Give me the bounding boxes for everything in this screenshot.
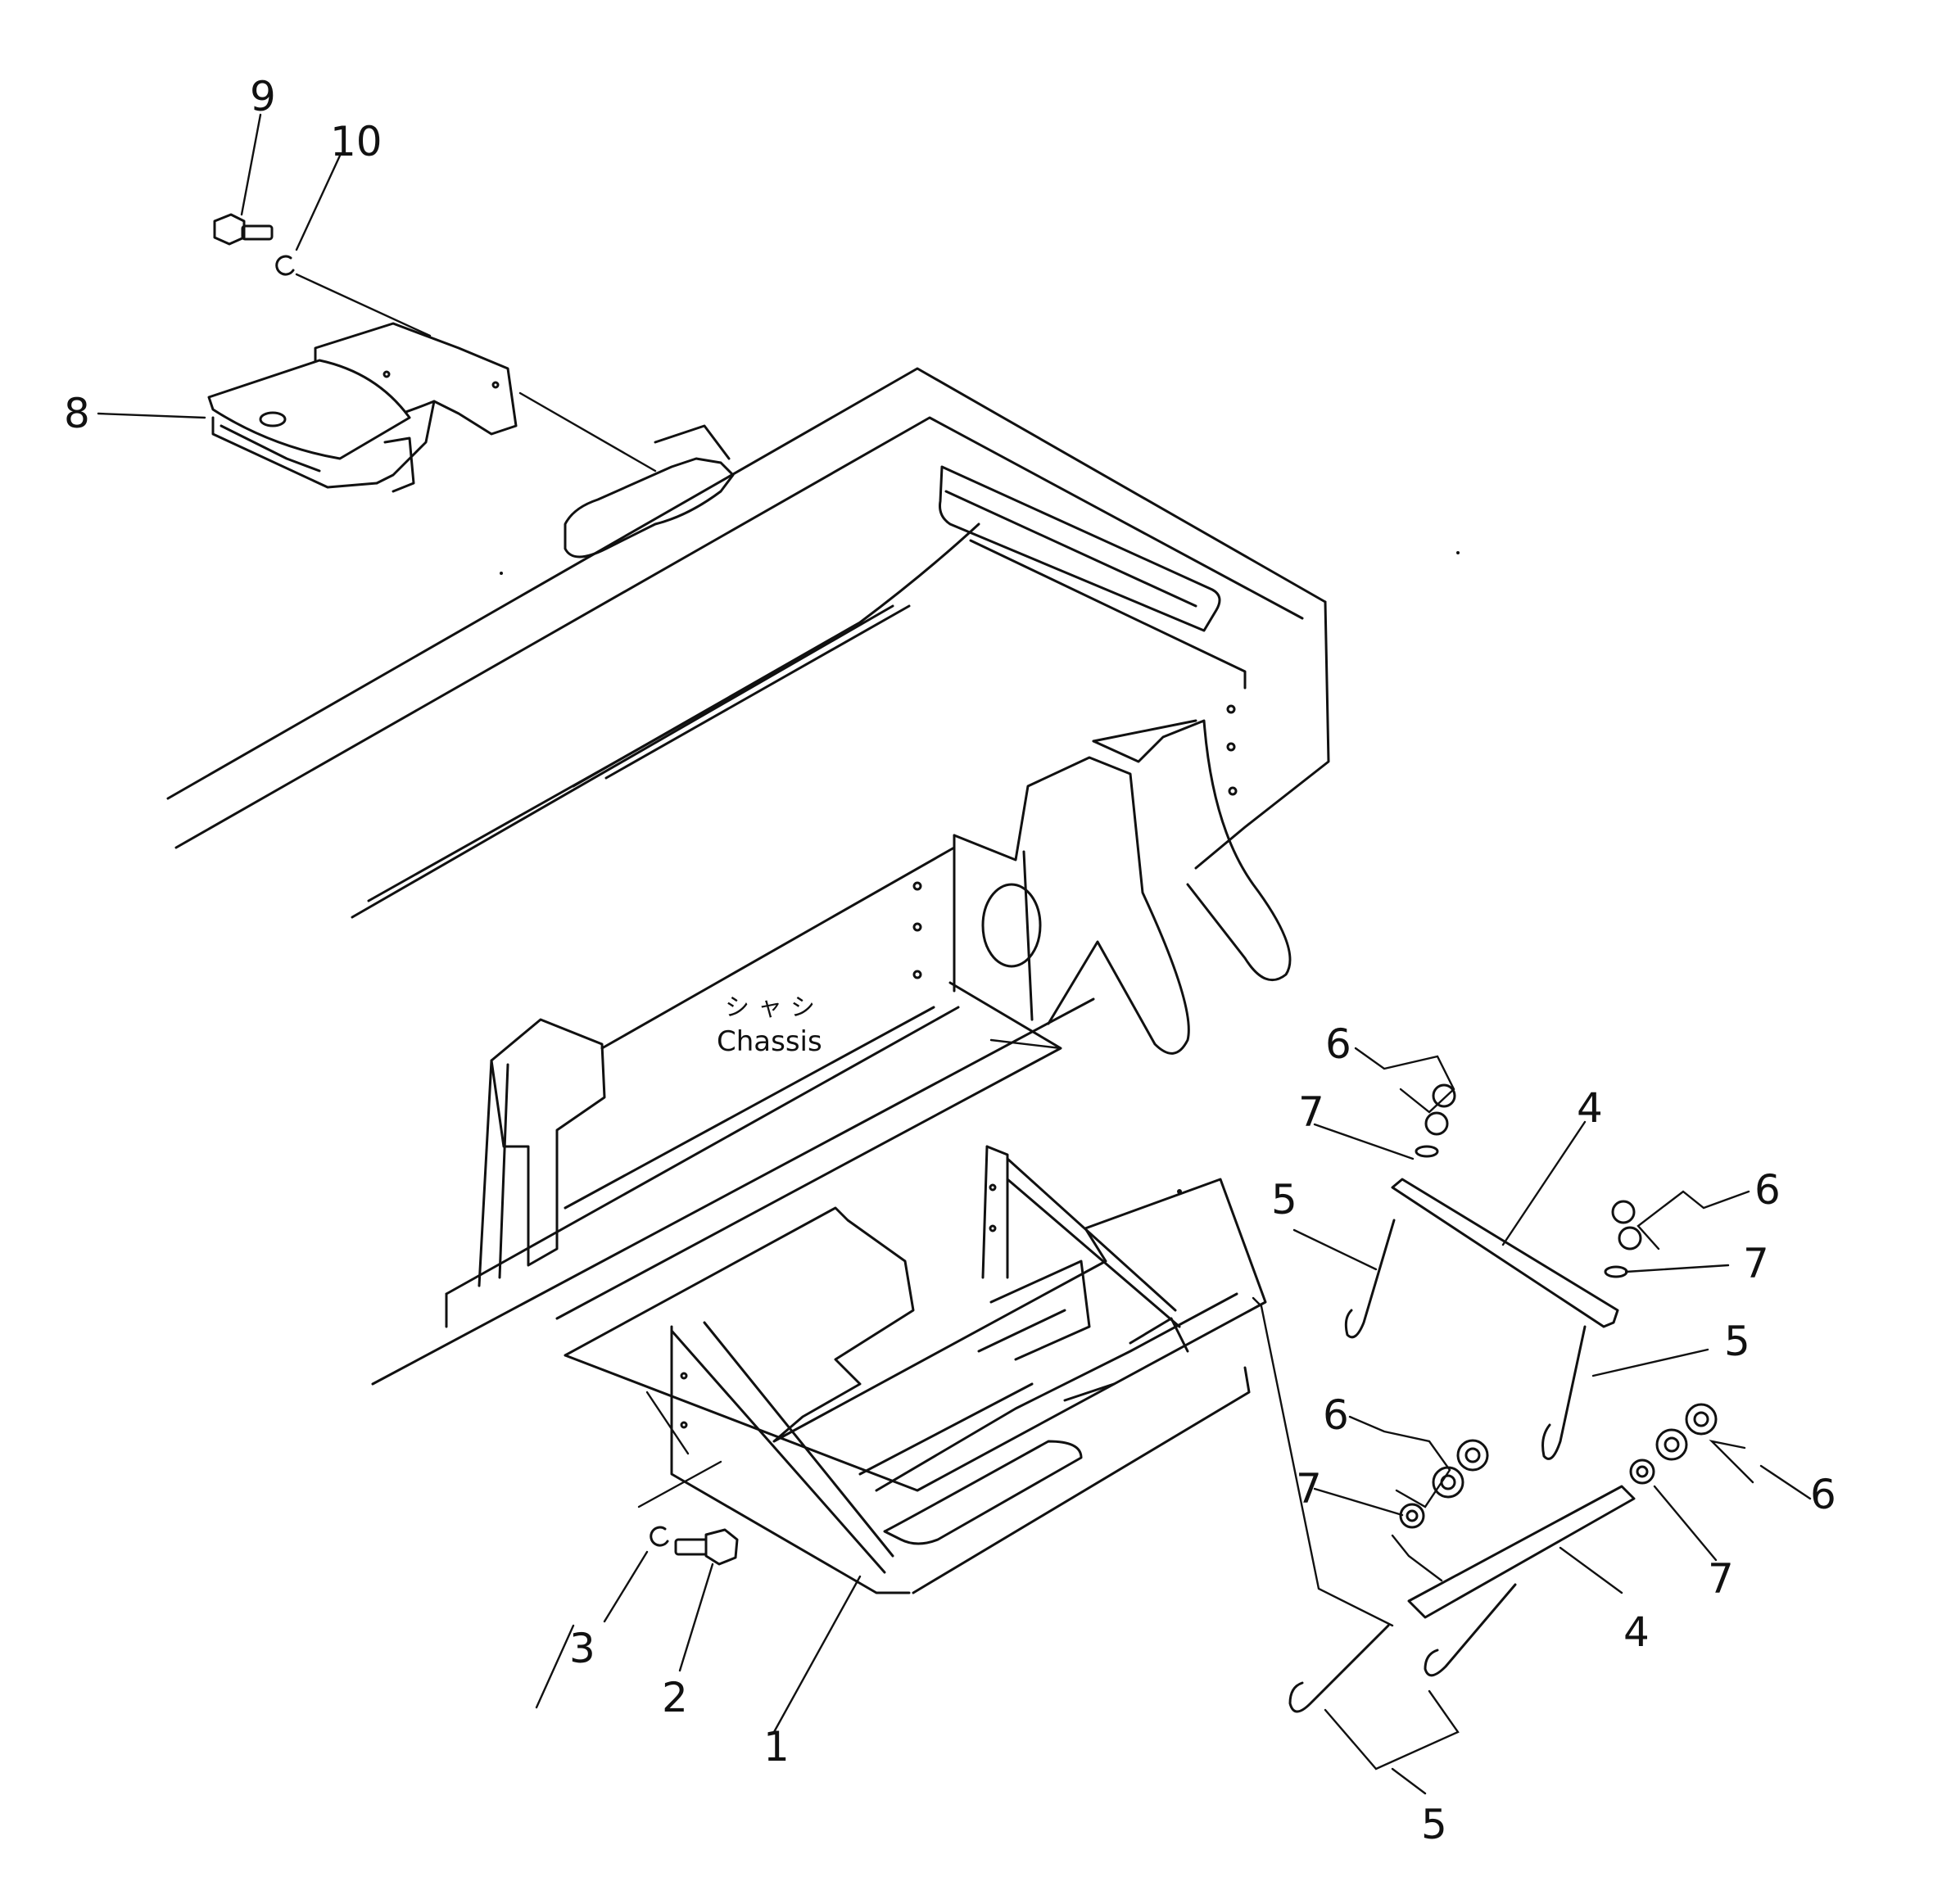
callout-2: 2 xyxy=(662,1674,688,1721)
callout-6: 6 xyxy=(1325,1020,1351,1068)
callout-9: 9 xyxy=(250,73,276,120)
callout-6: 6 xyxy=(1810,1471,1836,1518)
bolt-icon xyxy=(213,213,274,246)
callout-7: 7 xyxy=(1296,1465,1322,1513)
callout-4: 4 xyxy=(1577,1084,1603,1132)
chassis-frame xyxy=(166,367,1330,1386)
callout-10: 10 xyxy=(330,118,383,165)
callout-labels: 9 10 8 6 7 5 4 6 7 5 6 7 6 7 4 5 3 2 1 シ… xyxy=(64,73,1836,1848)
callout-4: 4 xyxy=(1623,1608,1650,1656)
callout-7: 7 xyxy=(1743,1240,1769,1287)
callout-7: 7 xyxy=(1708,1555,1734,1603)
callout-6: 6 xyxy=(1754,1166,1781,1214)
callout-1: 1 xyxy=(763,1723,790,1771)
nut-icon xyxy=(1399,1083,1718,1529)
washer-icon xyxy=(275,255,295,276)
callout-5: 5 xyxy=(1421,1801,1447,1848)
bracket-assembly xyxy=(207,322,518,493)
callout-5: 5 xyxy=(1724,1318,1750,1365)
callout-8: 8 xyxy=(64,390,90,437)
leader-lines xyxy=(97,113,1812,1795)
bolt-icon xyxy=(674,1528,739,1566)
callout-6: 6 xyxy=(1323,1391,1349,1439)
chassis-label-jp: シャシ xyxy=(725,993,823,1022)
j-bolt-icon xyxy=(1288,1219,1587,1713)
callout-5: 5 xyxy=(1271,1176,1297,1223)
washer-icon xyxy=(650,1526,669,1547)
chassis-label: Chassis xyxy=(717,1025,822,1058)
callout-3: 3 xyxy=(569,1625,595,1672)
hold-down-bar-icon xyxy=(1391,1178,1636,1619)
callout-7: 7 xyxy=(1298,1088,1324,1136)
battery-tray xyxy=(564,1145,1267,1594)
